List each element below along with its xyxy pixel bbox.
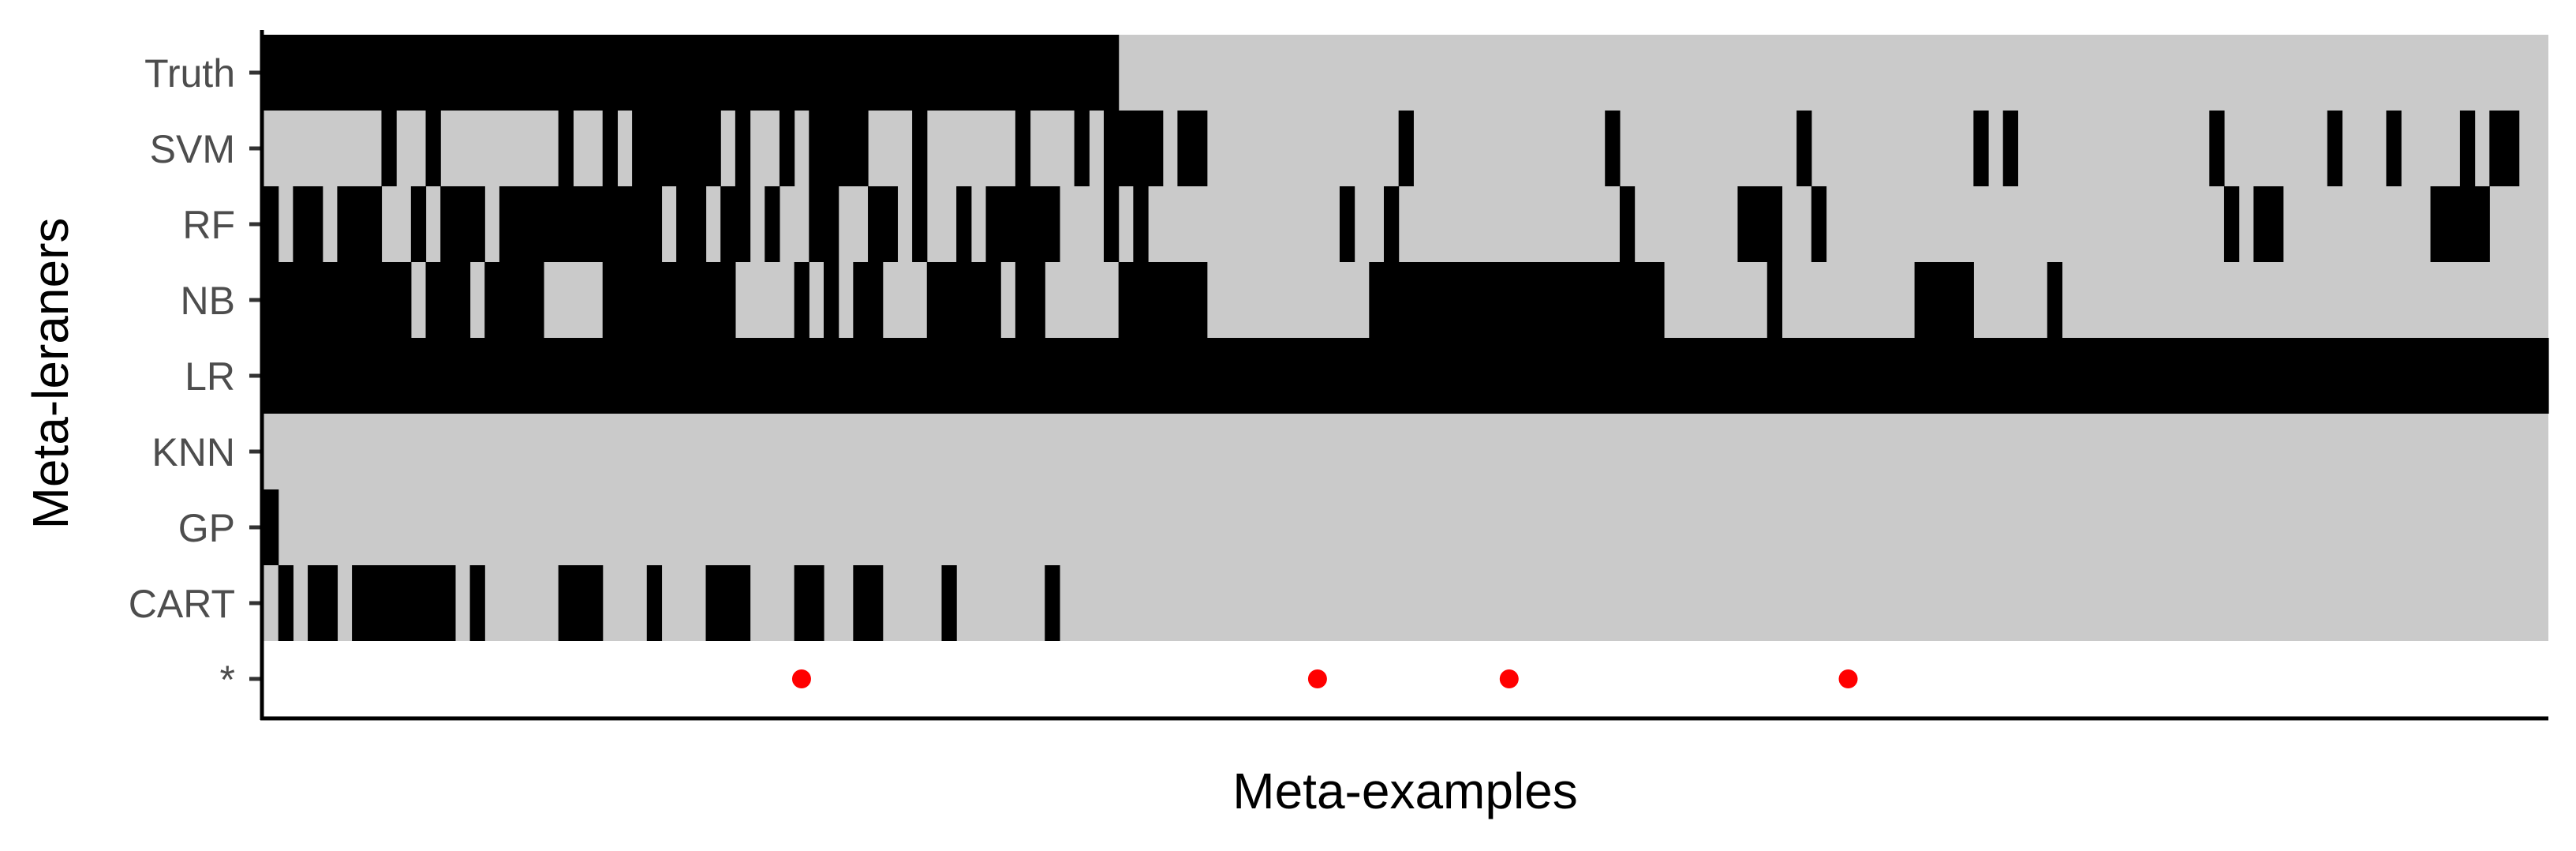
cell-rf — [293, 186, 323, 262]
cell-svm — [1177, 111, 1208, 186]
row-bg-cart — [264, 565, 2548, 641]
cell-svm — [632, 111, 721, 186]
cell-nb — [2047, 262, 2063, 338]
cell-svm — [2209, 111, 2225, 186]
cell-rf — [1811, 186, 1827, 262]
y-tick-label-knn: KNN — [151, 430, 235, 474]
cell-nb — [823, 262, 839, 338]
cell-nb — [794, 262, 809, 338]
cell-cart — [278, 565, 293, 641]
cell-svm — [912, 111, 928, 186]
cell-gp — [264, 489, 279, 565]
cell-cart — [705, 565, 751, 641]
cell-svm — [602, 111, 619, 186]
cell-nb — [1015, 262, 1045, 338]
heatmap-cells — [264, 35, 2549, 641]
y-tick-label-lr: LR — [185, 354, 235, 399]
significance-dot — [1307, 669, 1327, 688]
cell-rf — [765, 186, 780, 262]
cell-nb — [1369, 262, 1665, 338]
cell-svm — [1015, 111, 1031, 186]
cell-rf — [440, 186, 485, 262]
cell-rf — [1103, 186, 1120, 262]
cell-rf — [410, 186, 427, 262]
cell-rf — [2430, 186, 2490, 262]
cell-nb — [484, 262, 544, 338]
cell-rf — [956, 186, 972, 262]
cell-svm — [1973, 111, 1989, 186]
cell-cart — [941, 565, 957, 641]
cell-nb — [1767, 262, 1783, 338]
cell-rf — [868, 186, 899, 262]
cell-rf — [1619, 186, 1636, 262]
cell-svm — [1074, 111, 1090, 186]
cell-rf — [2223, 186, 2240, 262]
y-tick-label-marker-row: * — [220, 658, 235, 702]
cell-nb — [926, 262, 1001, 338]
cell-rf — [1737, 186, 1783, 262]
cell-rf — [676, 186, 707, 262]
cell-cart — [352, 565, 456, 641]
cell-rf — [499, 186, 663, 262]
cell-svm — [779, 111, 795, 186]
cell-nb — [1914, 262, 1974, 338]
cell-svm — [809, 111, 869, 186]
y-tick-label-nb: NB — [181, 279, 235, 323]
x-axis-title: Meta-examples — [1232, 763, 1578, 819]
cell-cart — [646, 565, 663, 641]
cell-svm — [2459, 111, 2476, 186]
cell-svm — [425, 111, 441, 186]
significance-dot — [791, 669, 811, 688]
cell-cart — [558, 565, 604, 641]
cell-lr — [264, 338, 2549, 414]
cell-svm — [2002, 111, 2018, 186]
cell-rf — [1133, 186, 1149, 262]
cell-rf — [337, 186, 383, 262]
y-tick-label-cart: CART — [129, 582, 235, 626]
cell-svm — [558, 111, 574, 186]
y-axis-title: Meta-leraners — [22, 218, 79, 530]
significance-dot — [1838, 669, 1858, 688]
cell-rf — [809, 186, 839, 262]
cell-rf — [2253, 186, 2284, 262]
cell-nb — [425, 262, 471, 338]
cell-nb — [264, 262, 412, 338]
row-bg-knn — [264, 414, 2548, 489]
cell-rf — [1339, 186, 1355, 262]
cell-rf — [1383, 186, 1400, 262]
cell-nb — [602, 262, 736, 338]
cell-svm — [1103, 111, 1164, 186]
y-tick-label-svm: SVM — [150, 127, 235, 171]
cell-svm — [2386, 111, 2402, 186]
significance-dot — [1499, 669, 1519, 688]
cell-svm — [2327, 111, 2343, 186]
significance-markers — [791, 669, 1858, 688]
cell-truth — [264, 35, 1120, 111]
cell-cart — [1045, 565, 1060, 641]
cell-svm — [1605, 111, 1621, 186]
cell-rf — [720, 186, 751, 262]
cell-cart — [794, 565, 824, 641]
cell-rf — [912, 186, 928, 262]
y-tick-label-truth: Truth — [144, 51, 235, 96]
cell-rf — [264, 186, 279, 262]
cell-cart — [308, 565, 338, 641]
cell-nb — [853, 262, 884, 338]
row-bg-gp — [264, 489, 2548, 565]
y-tick-label-rf: RF — [182, 203, 235, 247]
cell-svm — [735, 111, 751, 186]
cell-cart — [469, 565, 485, 641]
cell-cart — [853, 565, 884, 641]
cell-nb — [1118, 262, 1208, 338]
y-tick-label-gp: GP — [178, 506, 235, 550]
cell-rf — [985, 186, 1060, 262]
cell-svm — [2489, 111, 2520, 186]
cell-svm — [1398, 111, 1414, 186]
cell-svm — [1796, 111, 1812, 186]
cell-svm — [381, 111, 397, 186]
